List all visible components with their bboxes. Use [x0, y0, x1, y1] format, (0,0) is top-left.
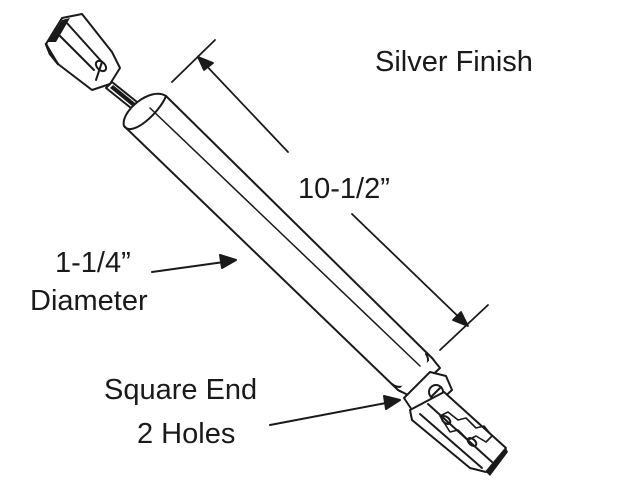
- length-dimension-label: 10-1/2”: [298, 173, 390, 205]
- bottom-bracket-hole: [466, 437, 478, 447]
- dimension-arrowhead-top: [197, 56, 214, 71]
- dimension-extension-bottom: [439, 304, 489, 351]
- diameter-leader-line: [151, 261, 225, 273]
- top-bracket-hole: [94, 59, 108, 73]
- top-bracket: [44, 13, 121, 91]
- leader-arrows: [151, 254, 401, 426]
- bottom-bracket-rib: [419, 413, 483, 469]
- bottom-bracket-slot: [439, 411, 493, 443]
- cylinder: [122, 92, 441, 397]
- coupler-screw-slot: [430, 386, 442, 398]
- diameter-value-label: 1-1/4”: [55, 247, 131, 279]
- holes-label: 2 Holes: [137, 418, 236, 450]
- top-bracket-plate: [45, 13, 121, 91]
- top-bracket-rib: [57, 33, 95, 71]
- dimension-line-lower: [351, 213, 467, 325]
- bottom-bracket: [409, 391, 508, 476]
- dimension-extension-top: [171, 39, 216, 83]
- plunger-rod-shadow: [110, 85, 140, 110]
- square-end-leader-arrowhead: [383, 395, 401, 410]
- top-bracket-shadow: [48, 18, 70, 42]
- diameter-leader-arrowhead: [219, 254, 237, 269]
- dimension-arrowhead-bottom: [452, 311, 469, 327]
- cylinder-top-edge: [123, 95, 167, 130]
- top-bracket-flange: [44, 42, 60, 66]
- cylinder-highlight: [149, 107, 421, 367]
- dimension-line-upper: [199, 58, 289, 153]
- length-dimension: [171, 39, 489, 351]
- square-end-leader-line: [269, 402, 387, 426]
- finish-label: Silver Finish: [375, 46, 533, 78]
- bottom-bracket-flange: [486, 448, 508, 476]
- bottom-bracket-hole: [440, 415, 452, 425]
- diameter-caption-label: Diameter: [30, 285, 148, 317]
- square-end-label: Square End: [104, 374, 258, 406]
- cylinder-body: [122, 92, 437, 394]
